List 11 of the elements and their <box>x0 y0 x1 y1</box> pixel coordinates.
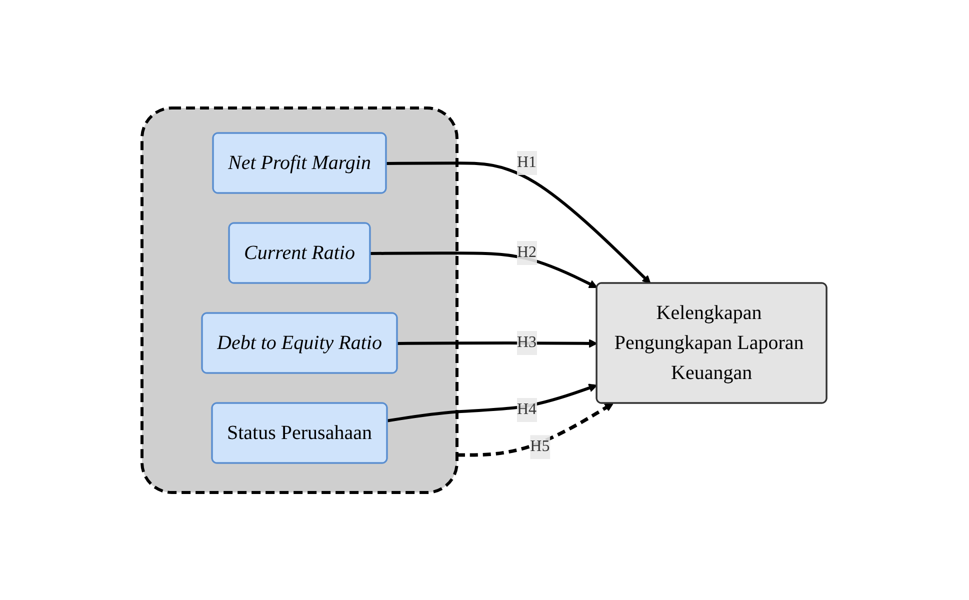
arrow <box>457 402 614 456</box>
cluster <box>140 106 459 494</box>
edge-label: H5 <box>530 438 550 455</box>
arrow <box>387 383 598 422</box>
arrow <box>398 338 598 348</box>
edge-label: H3 <box>517 334 537 351</box>
arrow <box>386 161 652 284</box>
arrow <box>370 251 598 288</box>
edge-label: H2 <box>517 244 537 261</box>
edge-label: H1 <box>517 154 537 171</box>
edge-label: H4 <box>517 400 537 418</box>
